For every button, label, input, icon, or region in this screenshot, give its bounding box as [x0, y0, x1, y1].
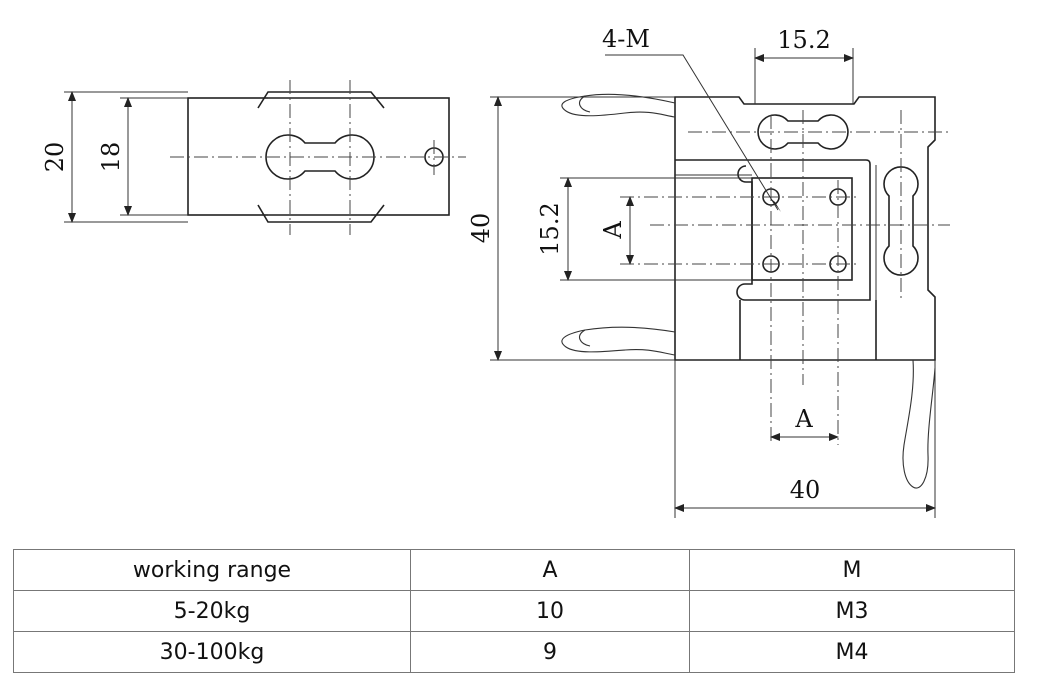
dim-top-hole-spacing: 15.2: [777, 26, 830, 54]
top-view-wire-right: [902, 359, 936, 489]
load-cell-drawing: 20 18: [41, 25, 950, 518]
dim-side-height-outer: 20: [41, 142, 69, 173]
table-cell-range: 5-20kg: [13, 590, 411, 632]
side-view: 20 18: [41, 80, 466, 235]
top-view-inner-pad: [675, 159, 871, 301]
dim-a-horizontal: A: [794, 405, 813, 433]
table-cell-range: 30-100kg: [13, 631, 411, 673]
table-row: 30-100kg 9 M4: [13, 631, 1015, 673]
table-cell-a: 10: [410, 590, 690, 632]
dim-left-hole-spacing: 15.2: [536, 202, 564, 255]
dim-a-vertical: A: [599, 221, 627, 240]
table-cell-m: M4: [689, 631, 1015, 673]
dim-width: 40: [790, 476, 821, 504]
side-view-top-plate: [257, 91, 385, 109]
table-cell-a: 9: [410, 631, 690, 673]
top-view-wire-upper: [561, 93, 676, 118]
dim-side-height-inner: 18: [97, 142, 125, 173]
header-a: A: [410, 549, 690, 591]
dim-height: 40: [467, 213, 495, 244]
table-header-row: working range A M: [13, 549, 1015, 591]
top-view: 4-M 15.2 40 15.2 A A 40: [467, 25, 950, 518]
top-view-slot-vertical: [883, 166, 919, 276]
top-view-wire-lower: [561, 326, 676, 356]
header-working-range: working range: [13, 549, 411, 591]
thread-callout: 4-M: [602, 25, 650, 53]
top-view-body: [674, 96, 936, 361]
table-row: 5-20kg 10 M3: [13, 590, 1015, 632]
table-cell-m: M3: [689, 590, 1015, 632]
header-m: M: [689, 549, 1015, 591]
spec-table: working range A M 5-20kg 10 M3 30-100kg …: [13, 549, 1015, 673]
top-view-slot-horizontal: [757, 114, 849, 150]
side-view-slot: [265, 134, 375, 180]
side-view-bottom-plate: [257, 204, 385, 223]
